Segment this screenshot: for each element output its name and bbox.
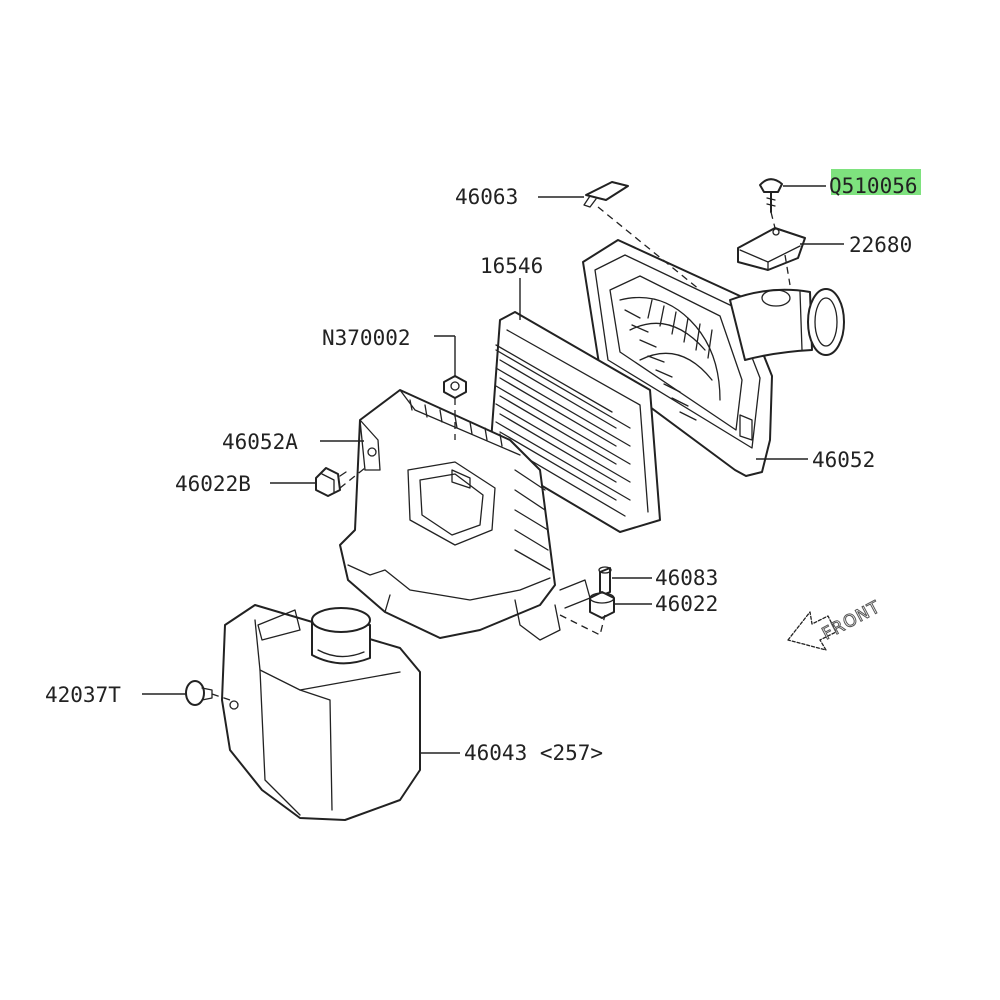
label-46022b: 46022B: [175, 472, 251, 496]
resonator-46043[interactable]: [221, 604, 421, 821]
label-n370002: N370002: [322, 326, 411, 350]
callout-highlight: [831, 169, 921, 195]
bolt-q510056[interactable]: [759, 178, 783, 213]
lower-case-46052a[interactable]: [339, 389, 591, 641]
label-46043: 46043 <257>: [464, 741, 603, 765]
nut-n370002[interactable]: [443, 375, 467, 399]
label-22680: 22680: [849, 233, 912, 257]
front-arrow-icon: FRONT: [787, 597, 885, 651]
label-46052a: 46052A: [222, 430, 298, 454]
clip-42037t[interactable]: [185, 680, 213, 706]
label-46022: 46022: [655, 592, 718, 616]
pin-46083[interactable]: [598, 566, 612, 597]
label-46083: 46083: [655, 566, 718, 590]
label-q510056: Q510056: [829, 174, 918, 198]
front-label: FRONT: [819, 597, 884, 644]
label-16546: 16546: [480, 254, 543, 278]
label-46063: 46063: [455, 185, 518, 209]
label-42037t: 42037T: [45, 683, 121, 707]
label-46052: 46052: [812, 448, 875, 472]
sensor-22680[interactable]: [737, 227, 806, 271]
clip-46063[interactable]: [583, 181, 629, 208]
grommet-46022[interactable]: [589, 591, 615, 619]
upper-case-46052[interactable]: [582, 239, 845, 477]
grommet-46022b[interactable]: [315, 467, 347, 497]
